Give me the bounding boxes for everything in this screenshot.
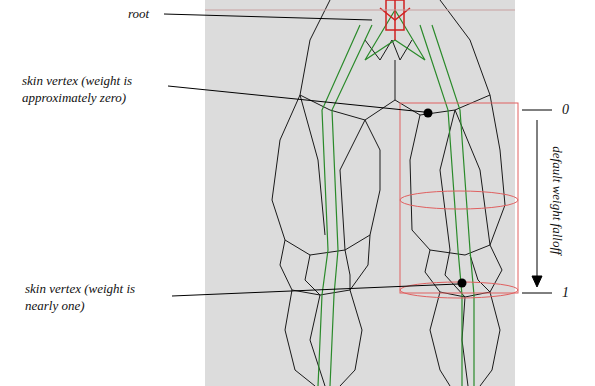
- callout-label: skin vertex (weight is approximately zer…: [22, 72, 164, 106]
- part-label: root: [128, 5, 168, 22]
- scale-number: 1: [562, 284, 582, 301]
- callout-label: skin vertex (weight is nearly one): [25, 280, 167, 314]
- scale-number: 0: [562, 101, 582, 118]
- axis-label: default weight falloff: [549, 146, 566, 254]
